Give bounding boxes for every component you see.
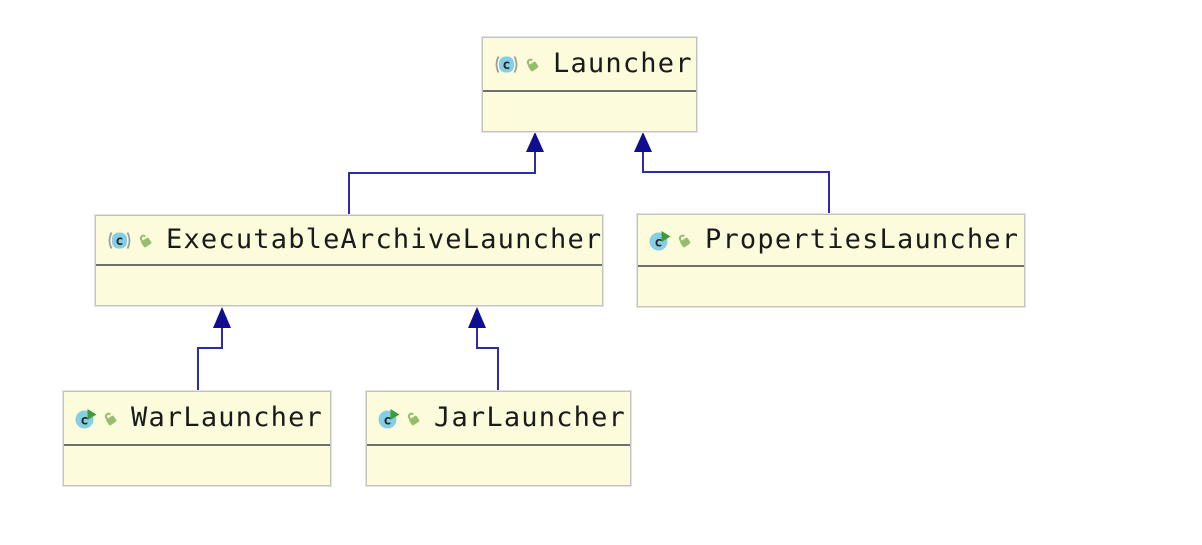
svg-text:c: c [654,234,662,250]
svg-text:c: c [80,412,88,428]
edge-warlauncher-extends-executablearchivelauncher[interactable] [197,307,231,391]
edge-propertieslauncher-extends-launcher[interactable] [634,132,830,214]
class-title-row: c WarLauncher [64,392,330,444]
unlocked-icon [678,234,691,248]
class-members-compartment [96,264,602,305]
runnable-class-icon: c [649,230,671,250]
class-name-label: WarLauncher [131,401,324,433]
class-members-compartment [638,265,1024,306]
unlocked-icon [104,412,117,426]
class-name-label: JarLauncher [434,401,627,433]
class-node-jar-launcher[interactable]: c JarLauncher [366,391,631,486]
inheritance-arrowhead [526,132,544,152]
class-node-properties-launcher[interactable]: c PropertiesLauncher [637,214,1025,307]
class-members-compartment [367,444,630,485]
class-name-label: PropertiesLauncher [705,223,1020,255]
edge-executablearchivelauncher-extends-launcher[interactable] [348,132,544,215]
class-node-war-launcher[interactable]: c WarLauncher [63,391,331,486]
class-node-launcher[interactable]: c Launcher [482,37,697,132]
unlocked-icon [407,412,420,426]
class-title-row: c JarLauncher [367,392,630,444]
runnable-class-icon: c [75,408,97,428]
class-name-label: Launcher [553,47,693,79]
edge-jarlauncher-extends-executablearchivelauncher[interactable] [468,307,499,391]
class-members-compartment [64,444,330,485]
class-name-label: ExecutableArchiveLauncher [166,223,602,255]
svg-text:c: c [502,57,510,73]
class-members-compartment [483,90,696,131]
svg-text:c: c [383,412,391,428]
inheritance-arrowhead [213,307,231,328]
class-node-executable-archive-launcher[interactable]: c ExecutableArchiveLauncher [95,215,603,306]
abstract-class-icon: c [495,55,518,73]
runnable-class-icon: c [378,408,400,428]
svg-text:c: c [115,233,123,249]
unlocked-icon [526,58,539,72]
unlocked-icon [139,234,152,248]
inheritance-arrowhead [468,307,486,328]
class-title-row: c Launcher [483,38,696,90]
abstract-class-icon: c [108,231,131,249]
class-title-row: c PropertiesLauncher [638,215,1024,265]
class-title-row: c ExecutableArchiveLauncher [96,216,602,264]
inheritance-arrowhead [634,132,652,152]
